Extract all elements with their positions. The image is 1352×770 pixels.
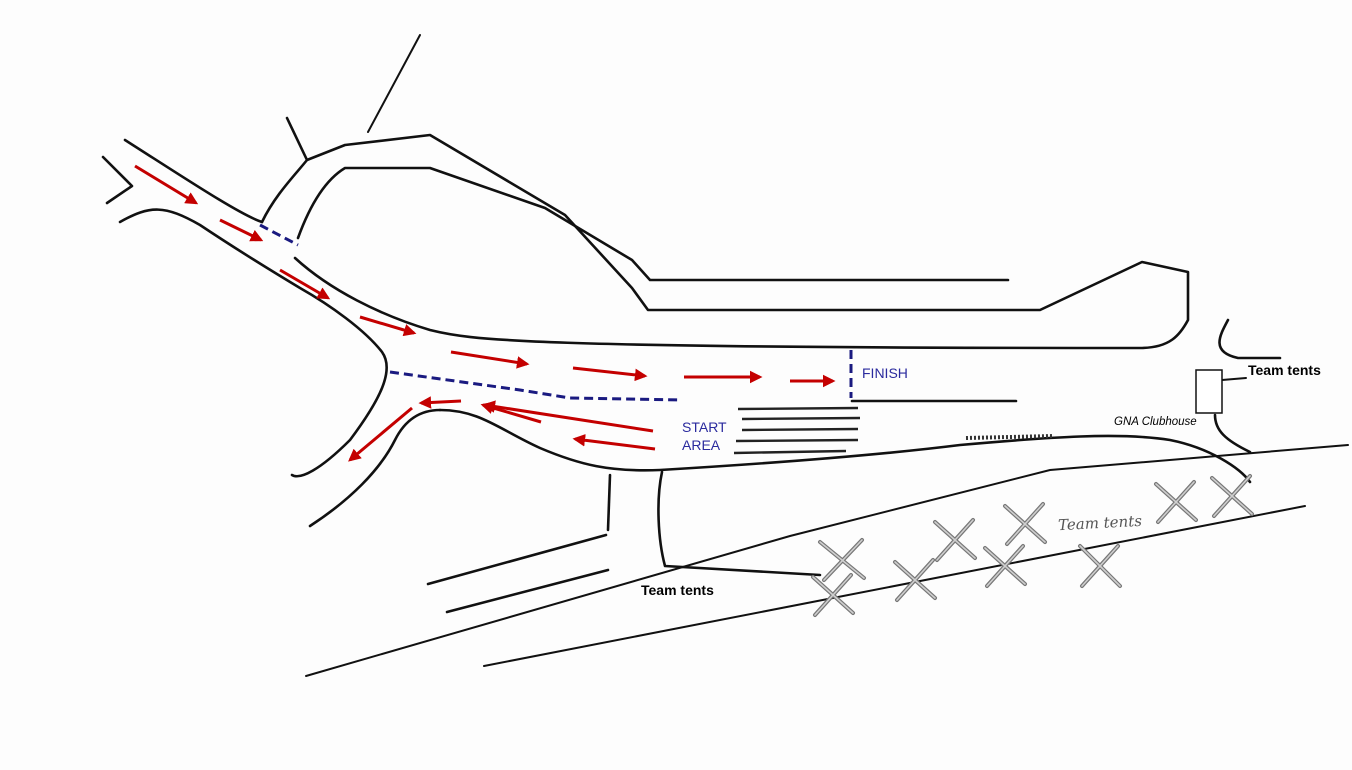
tent-marker-icon [1003,502,1047,546]
arrow-icon [480,401,542,424]
start-area-label-line2: AREA [682,437,721,453]
right-road-bottom [1213,413,1252,454]
team-tents-label-right: Team tents [1248,362,1321,378]
finish-label: FINISH [862,365,908,381]
arrow-icon [572,433,656,451]
long-road-top [305,444,1349,677]
side-road-left-edge [606,473,612,532]
start-area-stripes [733,406,861,455]
arrow-icon [359,315,417,337]
direction-arrows [134,164,836,462]
tent-marker-icon [811,573,855,617]
side-road-right-edge [657,470,822,577]
arrow-icon [279,268,331,300]
tent-marker-icon [1154,480,1198,524]
arrow-icon [572,366,648,382]
arrow-icon [348,406,413,462]
road-edge-upper [293,133,1190,350]
fence-hatch [965,434,1055,440]
clubhouse-label: GNA Clubhouse [1114,416,1197,428]
road-edge-left-outer [101,155,134,205]
tent-marker-icon [893,558,937,602]
arrow-icon [219,218,264,242]
road-branch-top [260,116,309,224]
dashed-line-upper [259,223,299,247]
tent-marker-icon [1210,474,1254,518]
team-tents-label-bottom: Team tents [641,582,714,598]
road-edge-top [123,138,264,224]
long-road-bottom [483,505,1306,667]
tent-marker-icon [1078,544,1122,588]
start-area-label-line1: START [682,419,727,435]
road-branch-top-thin [367,34,421,133]
start-line [389,370,683,402]
right-road-top [1218,318,1282,360]
arrow-icon [450,350,530,369]
road-edge-left-low [308,408,442,528]
lower-road-2 [445,568,610,614]
tent-marker-icon [983,544,1027,588]
tent-marker-icon [818,538,866,582]
road-edge-upper-in [296,166,1010,282]
arrow-icon [418,396,462,409]
clubhouse-icon [1195,369,1223,414]
tent-marker-icon [933,518,977,562]
tent-markers [811,474,1254,617]
clubhouse-connector [1221,377,1247,381]
lower-road-1 [426,533,608,586]
road-edge-lower [118,208,388,478]
arrow-icon [134,164,199,205]
roads [101,34,1349,677]
arrow-icon [482,400,654,433]
course-lines [259,223,853,402]
road-edge-lower-2 [438,408,1252,484]
